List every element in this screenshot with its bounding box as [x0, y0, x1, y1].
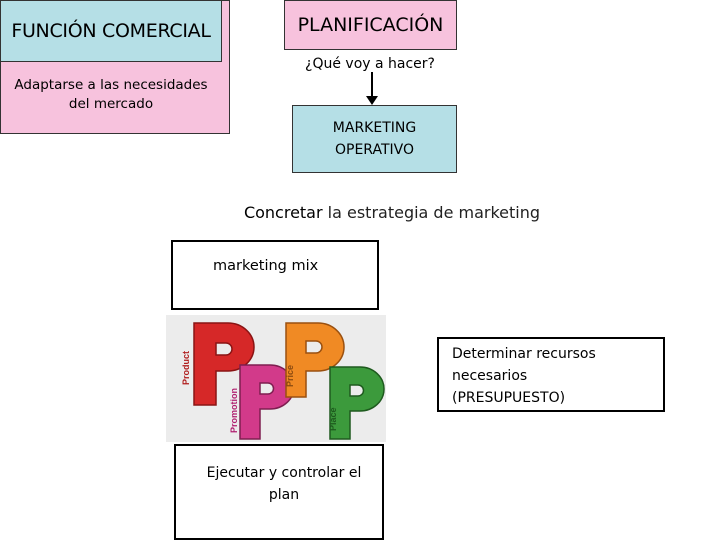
promotion-word: Promotion [229, 388, 239, 433]
planificacion-box: PLANIFICACIÓN [284, 0, 457, 50]
marketing-operativo-line2: OPERATIVO [335, 139, 414, 161]
product-word: Product [181, 351, 191, 385]
marketing-operativo-line1: MARKETING [333, 117, 416, 139]
place-word: Place [328, 407, 338, 431]
marketing-mix-label: marketing mix [213, 258, 318, 274]
funcion-comercial-subtitle-line2: del mercado [0, 95, 222, 114]
down-arrow-icon [362, 72, 382, 106]
planificacion-question: ¿Qué voy a hacer? [270, 56, 470, 72]
four-ps-graphic: Product Promotion Price Place [166, 315, 386, 442]
ejecutar-line1: Ejecutar y controlar el [195, 462, 373, 484]
recursos-line3: (PRESUPUESTO) [452, 387, 662, 409]
recursos-text: Determinar recursos necesarios (PRESUPUE… [452, 343, 662, 409]
four-ps-image: Product Promotion Price Place [166, 315, 386, 442]
funcion-comercial-subtitle-line1: Adaptarse a las necesidades [0, 76, 222, 95]
planificacion-title: PLANIFICACIÓN [298, 14, 444, 36]
price-word: Price [285, 365, 295, 387]
ejecutar-text: Ejecutar y controlar el plan [195, 462, 373, 506]
recursos-line1: Determinar recursos [452, 343, 662, 365]
funcion-comercial-title: FUNCIÓN COMERCIAL [0, 0, 222, 62]
funcion-comercial-subtitle: Adaptarse a las necesidades del mercado [0, 76, 222, 114]
concretar-text: Concretar la estrategia de marketing [200, 203, 584, 222]
recursos-line2: necesarios [452, 365, 662, 387]
place-p-icon: Place [328, 367, 384, 439]
ejecutar-line2: plan [195, 484, 373, 506]
marketing-operativo-box: MARKETING OPERATIVO [292, 105, 457, 173]
concretar-rest: la estrategia de marketing [323, 203, 540, 222]
concretar-bold: Concretar [244, 203, 323, 222]
marketing-mix-box [171, 240, 379, 310]
